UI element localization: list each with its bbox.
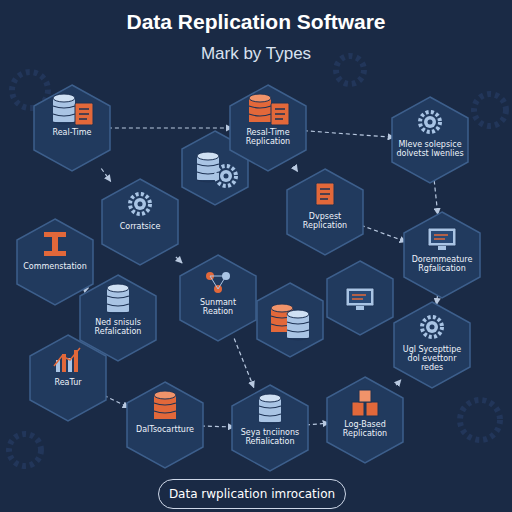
background-gear bbox=[336, 56, 364, 84]
diagram-title: Data Replication Software bbox=[0, 10, 512, 34]
dashed-connector bbox=[396, 380, 401, 385]
hexagon-shape bbox=[30, 335, 106, 421]
dashed-connector bbox=[434, 181, 438, 215]
hexagon-node: Resal-Time Replication bbox=[229, 84, 307, 172]
database-icon bbox=[197, 152, 219, 182]
hexagon-node: DalTsocartture bbox=[126, 381, 204, 469]
node-label: Mleve solepsice dolvetst lwenlies bbox=[396, 140, 464, 158]
node-label: ReaTur bbox=[34, 378, 102, 387]
dashed-connector bbox=[108, 127, 232, 128]
monitor-icon bbox=[346, 288, 374, 310]
hexagon-shape bbox=[127, 382, 203, 468]
background-gear bbox=[474, 94, 506, 126]
pill-text: Data rwplication imrocation bbox=[169, 487, 335, 501]
subtitle-label: Mark by Types bbox=[0, 44, 512, 64]
node-label: Real-Time bbox=[38, 128, 106, 137]
node-label: Commenstation bbox=[21, 262, 89, 271]
hexagon-shape bbox=[34, 85, 110, 171]
hexagon-node: Sunmant Reation bbox=[179, 254, 257, 342]
dashed-connector bbox=[437, 296, 438, 305]
node-label: Corratsice bbox=[106, 222, 174, 231]
node-label: Doremmeature Rgfalication bbox=[408, 255, 476, 273]
hexagon-node: Doremmeature Rgfalication bbox=[403, 211, 481, 299]
hexagon-shape bbox=[230, 85, 306, 171]
hexagon-shape bbox=[392, 97, 468, 183]
node-label: Resal-Time Replication bbox=[234, 128, 302, 146]
node-label: Ugl Sycepttipe dol evettonr redes bbox=[398, 345, 466, 372]
dashed-connector bbox=[306, 423, 329, 425]
hexagon-shape bbox=[17, 219, 93, 305]
hexagon-node: Ugl Sycepttipe dol evettonr redes bbox=[393, 301, 471, 389]
hexagon-shape bbox=[180, 255, 256, 341]
hexagon-node: Log-Based Replication bbox=[326, 376, 404, 464]
hexagon-shape bbox=[232, 385, 308, 471]
dashed-connector bbox=[201, 426, 234, 427]
database-icon bbox=[287, 310, 309, 340]
hexagon-node: ReaTur bbox=[29, 334, 107, 422]
dashed-connector bbox=[361, 225, 406, 242]
gear-icon bbox=[216, 166, 236, 186]
background-gear bbox=[460, 400, 500, 440]
dashed-connector bbox=[296, 169, 298, 172]
hexagon-node: Real-Time bbox=[33, 84, 111, 172]
node-label: Seya tnciinons Refialication bbox=[236, 428, 304, 446]
hexagon-node: Corratsice bbox=[101, 178, 179, 266]
dashed-connector bbox=[176, 257, 182, 263]
decor-hexagon bbox=[327, 261, 393, 335]
hexagon-node: Dvpsest Replication bbox=[286, 168, 364, 256]
dashed-connector bbox=[234, 339, 254, 388]
node-label: Dvpsest Replication bbox=[291, 212, 359, 230]
node-label: Log-Based Replication bbox=[331, 420, 399, 438]
hexagon-shape bbox=[287, 169, 363, 255]
decor-hexagon bbox=[257, 283, 323, 357]
node-label: Ned snisuls Refalication bbox=[84, 318, 152, 336]
node-label: Sunmant Reation bbox=[184, 298, 252, 316]
hexagon-node: Mleve solepsice dolvetst lwenlies bbox=[391, 96, 469, 184]
hexagon-shape bbox=[102, 179, 178, 265]
dashed-connector bbox=[304, 131, 394, 138]
dashed-connector bbox=[104, 395, 129, 407]
hexagon-shape bbox=[327, 377, 403, 463]
hexagon-shape bbox=[404, 212, 480, 298]
pill-button: Data rwplication imrocation bbox=[158, 479, 346, 509]
hexagon-node: Seya tnciinons Refialication bbox=[231, 384, 309, 472]
hexagon-node: Commenstation bbox=[16, 218, 94, 306]
node-label: DalTsocartture bbox=[131, 425, 199, 434]
dashed-connector bbox=[101, 169, 110, 182]
hexagon-shape bbox=[394, 302, 470, 388]
background-gear bbox=[9, 434, 41, 466]
